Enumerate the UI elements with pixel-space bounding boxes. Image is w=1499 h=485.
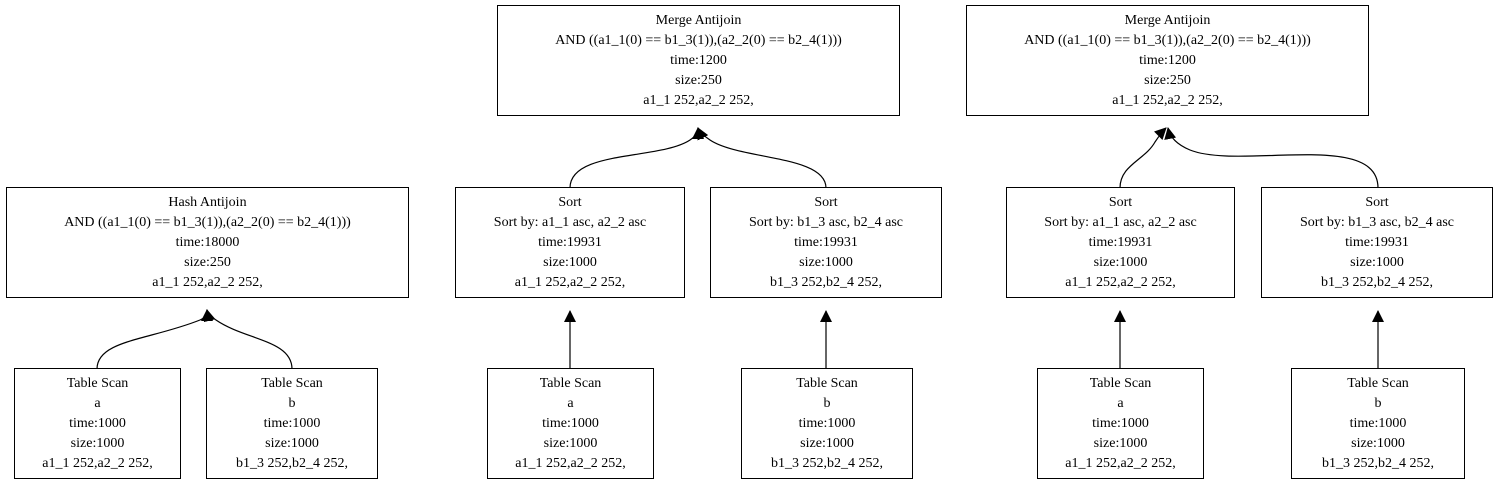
node-line: Sort by: b1_3 asc, b2_4 asc [1300, 214, 1454, 230]
node-line: Table Scan [1089, 375, 1152, 391]
node-line: time:1000 [1349, 415, 1407, 431]
sort-b-node-1: Sort Sort by: b1_3 asc, b2_4 asc time:19… [710, 187, 942, 298]
node-line: time:1000 [542, 415, 599, 431]
node-line: size:250 [1144, 72, 1191, 88]
edge-sort-a-to-merge-antijoin-1 [569, 127, 704, 189]
node-line: Table Scan [796, 375, 858, 391]
node-line: Merge Antijoin [1124, 12, 1211, 28]
sort-a-node-2: Sort Sort by: a1_1 asc, a2_2 asc time:19… [1006, 187, 1235, 298]
node-line: time:1000 [798, 415, 856, 431]
table-scan-a-node-2: Table Scan a time:1000 size:1000 a1_1 25… [1037, 368, 1204, 479]
node-line: Sort by: b1_3 asc, b2_4 asc [749, 214, 903, 230]
node-line: time:1000 [1092, 415, 1149, 431]
node-line: AND ((a1_1(0) == b1_3(1)),(a2_2(0) == b2… [64, 214, 351, 230]
node-line: Table Scan [1347, 375, 1409, 391]
node-line: b1_3 252,b2_4 252, [770, 274, 882, 290]
edge-scan-a-to-hash-antijoin [96, 309, 213, 370]
node-line: a1_1 252,a2_2 252, [42, 455, 153, 471]
node-line: size:1000 [799, 254, 853, 270]
node-line: a1_1 252,a2_2 252, [1112, 92, 1223, 108]
node-line: a1_1 252,a2_2 252, [152, 274, 263, 290]
node-line: b [1374, 395, 1382, 411]
node-line: Sort by: a1_1 asc, a2_2 asc [1044, 214, 1197, 230]
node-line: size:250 [184, 254, 231, 270]
node-line: time:18000 [175, 234, 240, 250]
node-line: size:1000 [1351, 435, 1405, 451]
node-line: a1_1 252,a2_2 252, [514, 274, 626, 290]
merge-antijoin-node-2: Merge Antijoin AND ((a1_1(0) == b1_3(1))… [966, 5, 1369, 116]
node-line: size:1000 [1093, 254, 1148, 270]
table-scan-b-node-2: Table Scan b time:1000 size:1000 b1_3 25… [1291, 368, 1465, 479]
node-line: time:1200 [1139, 52, 1196, 68]
node-line: time:1200 [670, 52, 727, 68]
node-line: time:19931 [1088, 234, 1153, 250]
node-line: size:1000 [70, 435, 125, 451]
node-line: time:19931 [1345, 234, 1409, 250]
node-line: Merge Antijoin [655, 12, 742, 28]
node-line: a1_1 252,a2_2 252, [515, 455, 626, 471]
node-line: b1_3 252,b2_4 252, [1321, 274, 1433, 290]
edge-sort-a-to-merge-antijoin-2 [1119, 127, 1167, 189]
table-scan-a-node-1: Table Scan a time:1000 size:1000 a1_1 25… [487, 368, 654, 479]
node-line: a [567, 395, 574, 411]
node-line: Sort [814, 194, 838, 210]
node-line: size:1000 [543, 435, 598, 451]
node-line: Table Scan [66, 375, 129, 391]
hash-antijoin-node: Hash Antijoin AND ((a1_1(0) == b1_3(1)),… [6, 187, 409, 298]
node-line: size:1000 [800, 435, 854, 451]
node-line: b1_3 252,b2_4 252, [1322, 455, 1434, 471]
node-line: Sort [1108, 194, 1133, 210]
node-line: size:1000 [1350, 254, 1404, 270]
node-line: Sort [558, 194, 582, 210]
edge-scan-b-to-hash-antijoin [203, 309, 293, 370]
node-line: time:1000 [263, 415, 321, 431]
node-line: Sort [1365, 194, 1389, 210]
sort-b-node-2: Sort Sort by: b1_3 asc, b2_4 asc time:19… [1261, 187, 1493, 298]
node-line: a1_1 252,a2_2 252, [1065, 274, 1176, 290]
node-line: b [823, 395, 831, 411]
merge-antijoin-node-1: Merge Antijoin AND ((a1_1(0) == b1_3(1))… [497, 5, 900, 116]
node-line: time:19931 [794, 234, 858, 250]
node-line: a1_1 252,a2_2 252, [1065, 455, 1176, 471]
node-line: AND ((a1_1(0) == b1_3(1)),(a2_2(0) == b2… [1024, 32, 1311, 48]
node-line: time:1000 [69, 415, 126, 431]
node-line: AND ((a1_1(0) == b1_3(1)),(a2_2(0) == b2… [555, 32, 842, 48]
node-line: size:1000 [1093, 435, 1148, 451]
node-line: a [94, 395, 101, 411]
table-scan-a-node: Table Scan a time:1000 size:1000 a1_1 25… [14, 368, 181, 479]
node-line: size:250 [675, 72, 722, 88]
node-line: size:1000 [543, 254, 597, 270]
node-line: Hash Antijoin [168, 194, 247, 210]
edge-sort-b-to-merge-antijoin-2 [1164, 127, 1379, 189]
node-line: time:19931 [538, 234, 602, 250]
node-line: Table Scan [539, 375, 602, 391]
node-line: a1_1 252,a2_2 252, [643, 92, 754, 108]
edge-sort-b-to-merge-antijoin-1 [697, 127, 827, 189]
node-line: Sort by: a1_1 asc, a2_2 asc [493, 214, 647, 230]
table-scan-b-node: Table Scan b time:1000 size:1000 b1_3 25… [206, 368, 378, 479]
node-line: Table Scan [261, 375, 323, 391]
table-scan-b-node-1: Table Scan b time:1000 size:1000 b1_3 25… [741, 368, 913, 479]
node-line: size:1000 [265, 435, 319, 451]
sort-a-node-1: Sort Sort by: a1_1 asc, a2_2 asc time:19… [455, 187, 685, 298]
node-line: b1_3 252,b2_4 252, [236, 455, 348, 471]
node-line: b1_3 252,b2_4 252, [771, 455, 883, 471]
node-line: b [288, 395, 296, 411]
node-line: a [1117, 395, 1124, 411]
